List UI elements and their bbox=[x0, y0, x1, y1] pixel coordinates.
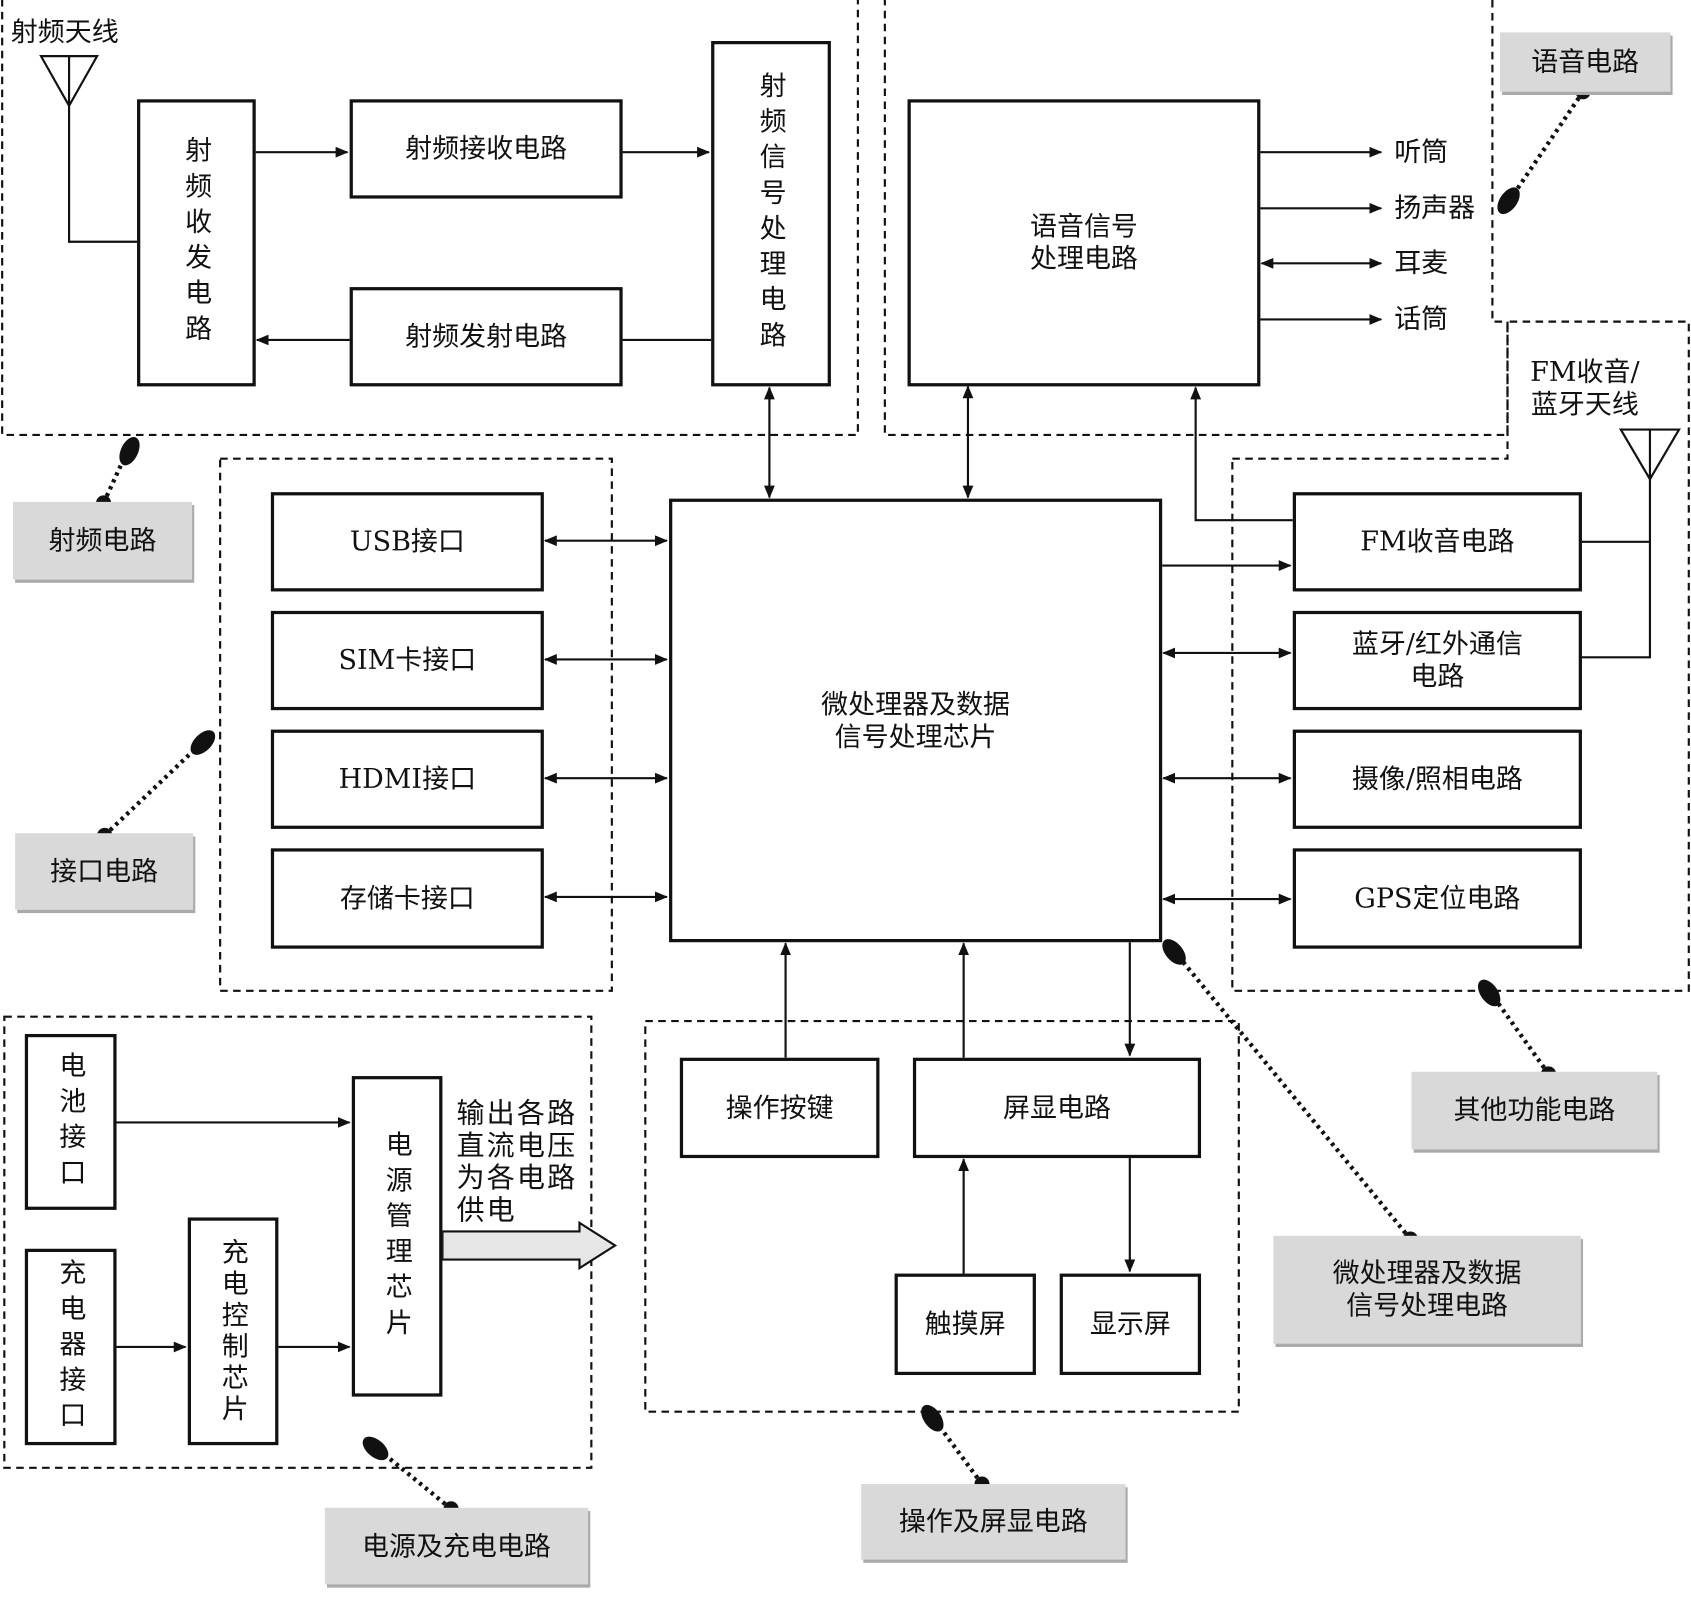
display-circuit-box: 屏显电路 bbox=[912, 1057, 1202, 1159]
memory-card-interface-box: 存储卡接口 bbox=[270, 848, 544, 949]
rf-antenna-label: 射频天线 bbox=[10, 16, 119, 48]
bluetooth-line2: 电路 bbox=[1410, 660, 1465, 692]
voice-processor-line2: 处理电路 bbox=[1029, 242, 1138, 275]
fm-bt-antenna-label: FM收音/ 蓝牙天线 bbox=[1530, 356, 1639, 421]
region-borders bbox=[1, 0, 1690, 1469]
power-output-text: 输出各路 直流电压 为各电路 供电 bbox=[456, 1098, 577, 1228]
voice-processor-line1: 语音信号 bbox=[1029, 210, 1138, 242]
power-output-line4: 供电 bbox=[456, 1194, 517, 1228]
other-tag: 其他功能电路 bbox=[1411, 1071, 1658, 1150]
power-output-arrow bbox=[441, 1220, 618, 1271]
charge-control-chip-box: 充电控制芯片 bbox=[187, 1217, 279, 1446]
power-management-chip-box: 电源管理芯片 bbox=[351, 1076, 443, 1397]
fm-bt-antenna-line1: FM收音/ bbox=[1530, 356, 1640, 388]
interface-tag: 接口电路 bbox=[15, 833, 194, 910]
interface-region bbox=[219, 457, 613, 992]
other-region bbox=[1231, 320, 1690, 992]
camera-box: 摄像/照相电路 bbox=[1292, 729, 1582, 829]
voice-processor-box: 语音信号 处理电路 bbox=[907, 99, 1261, 387]
charger-interface-box: 充电器接口 bbox=[24, 1248, 117, 1446]
rf-transceiver-box: 射频收发电路 bbox=[137, 99, 256, 387]
sim-interface-box: SIM卡接口 bbox=[270, 610, 544, 711]
rf-antenna-icon bbox=[39, 55, 99, 108]
display-screen-box: 显示屏 bbox=[1059, 1273, 1202, 1376]
fm-bt-antenna-line2: 蓝牙天线 bbox=[1530, 388, 1639, 420]
cpu-line2: 信号处理芯片 bbox=[834, 720, 997, 752]
rf-receiver-box: 射频接收电路 bbox=[349, 99, 623, 199]
voice-output-headset: 耳麦 bbox=[1394, 247, 1449, 279]
bluetooth-infrared-box: 蓝牙/红外通信 电路 bbox=[1292, 610, 1582, 711]
usb-interface-box: USB接口 bbox=[270, 492, 544, 592]
hdmi-interface-box: HDMI接口 bbox=[270, 729, 544, 829]
cpu-box: 微处理器及数据 信号处理芯片 bbox=[669, 498, 1163, 943]
rf-tag: 射频电路 bbox=[12, 501, 193, 580]
fm-bt-antenna-icon bbox=[1618, 428, 1681, 482]
rf-transmitter-box: 射频发射电路 bbox=[349, 287, 623, 387]
cpu-tag: 微处理器及数据 信号处理电路 bbox=[1273, 1235, 1581, 1344]
gps-box: GPS定位电路 bbox=[1292, 848, 1582, 949]
keys-box: 操作按键 bbox=[679, 1057, 880, 1159]
voice-output-microphone: 话筒 bbox=[1394, 303, 1449, 335]
cpu-line1: 微处理器及数据 bbox=[821, 688, 1011, 720]
pointing-hand-icons bbox=[119, 187, 1520, 1461]
power-output-line1: 输出各路 bbox=[456, 1097, 578, 1131]
operation-tag: 操作及屏显电路 bbox=[861, 1484, 1126, 1560]
voice-tag: 语音电路 bbox=[1499, 32, 1671, 92]
touchscreen-box: 触摸屏 bbox=[894, 1273, 1036, 1376]
bluetooth-line1: 蓝牙/红外通信 bbox=[1351, 628, 1523, 660]
power-tag: 电源及充电电路 bbox=[324, 1507, 589, 1585]
battery-interface-box: 电池接口 bbox=[24, 1033, 117, 1210]
power-output-line3: 为各电路 bbox=[456, 1162, 578, 1195]
cpu-tag-line2: 信号处理电路 bbox=[1346, 1289, 1509, 1322]
power-output-line2: 直流电压 bbox=[456, 1130, 578, 1163]
cpu-tag-line1: 微处理器及数据 bbox=[1332, 1257, 1522, 1289]
rf-signal-processor-box: 射频信号处理电路 bbox=[711, 41, 831, 387]
voice-output-speaker: 扬声器 bbox=[1394, 192, 1476, 224]
fm-radio-box: FM收音电路 bbox=[1292, 492, 1582, 592]
voice-output-receiver: 听筒 bbox=[1394, 135, 1449, 168]
